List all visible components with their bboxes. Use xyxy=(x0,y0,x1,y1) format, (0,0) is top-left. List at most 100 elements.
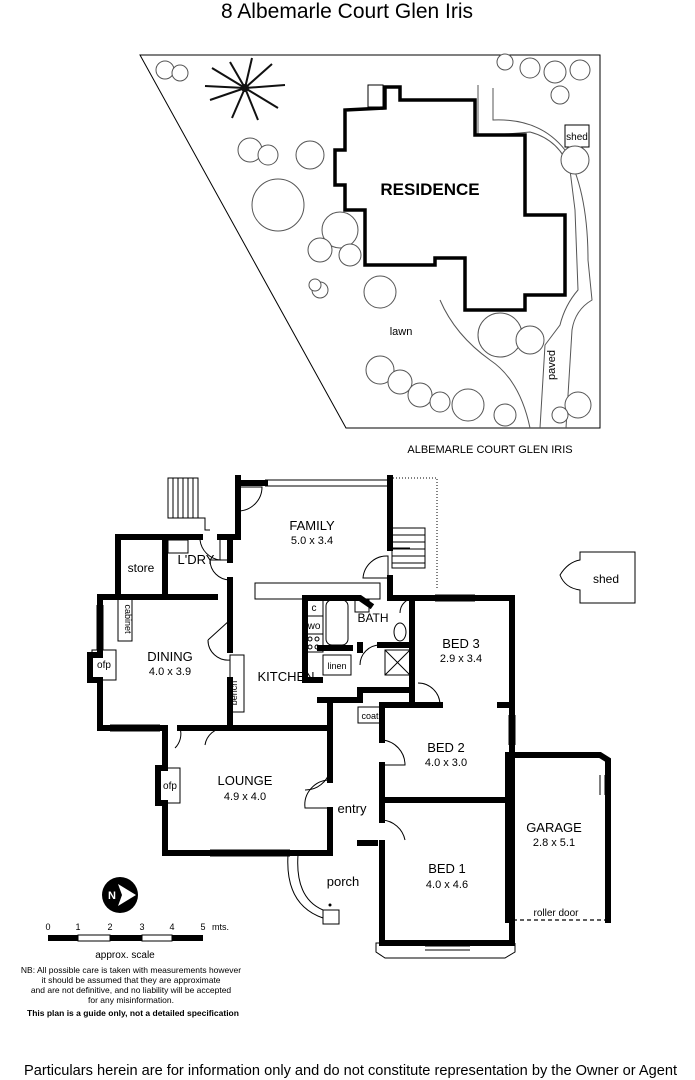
laundry-trough xyxy=(167,539,189,554)
bed1-name: BED 1 xyxy=(428,861,466,876)
tree xyxy=(519,57,541,79)
tree xyxy=(407,382,433,408)
ofp-lounge-label: ofp xyxy=(163,781,177,792)
roller-door-label: roller door xyxy=(533,908,579,919)
lounge-size: 4.9 x 4.0 xyxy=(224,791,266,803)
deck-outline xyxy=(390,477,438,590)
scale-ticks: 0 1 2 3 4 5 xyxy=(45,922,205,932)
disclaimer-line: it should be assumed that they are appro… xyxy=(41,975,220,985)
cooktop-burner xyxy=(307,636,313,642)
site-boundary xyxy=(139,54,601,429)
tree xyxy=(543,60,567,84)
tree xyxy=(564,391,592,419)
porch-light xyxy=(328,903,332,907)
compass-icon: N xyxy=(102,877,138,913)
bed2-name: BED 2 xyxy=(427,740,465,755)
bay-window xyxy=(375,942,516,959)
porch-edge xyxy=(297,854,324,911)
scale-tick: 1 xyxy=(75,922,80,932)
tree xyxy=(363,275,397,309)
cabinet xyxy=(117,596,133,642)
bed1-size: 4.0 x 4.6 xyxy=(426,879,468,891)
scale-tick: 5 xyxy=(200,922,205,932)
shed-outline xyxy=(559,551,636,604)
site-shed-label: shed xyxy=(566,132,588,143)
bath-name: BATH xyxy=(357,611,388,625)
tree xyxy=(496,53,514,71)
wall xyxy=(235,475,268,486)
tree xyxy=(477,312,523,358)
door-swings xyxy=(174,486,441,841)
porch-edge xyxy=(287,854,324,919)
residence-label: RESIDENCE xyxy=(380,180,479,199)
paved-label: paved xyxy=(546,350,558,380)
wall xyxy=(227,697,333,731)
disclaimer: NB: All possible care is taken with meas… xyxy=(21,965,241,1018)
tree xyxy=(251,178,305,232)
scale-bar: 0 1 2 3 4 5 mts. approx. scale xyxy=(45,922,229,961)
cooktop-burner xyxy=(314,636,320,642)
tree xyxy=(171,64,189,82)
tree xyxy=(451,388,485,422)
bed3-size: 2.9 x 3.4 xyxy=(440,653,482,665)
tree xyxy=(569,59,591,81)
tree xyxy=(551,406,569,424)
tree xyxy=(295,140,325,170)
cooktop xyxy=(304,633,324,653)
windows xyxy=(96,479,606,951)
scale-tick: 3 xyxy=(139,922,144,932)
laundry-name: L'DRY xyxy=(178,552,215,567)
linen-cupboard xyxy=(322,654,352,676)
bed3-name: BED 3 xyxy=(442,636,480,651)
disclaimer-line: and are not definitive, and no liability… xyxy=(31,985,232,995)
tree xyxy=(365,355,395,385)
disclaimer-line: NB: All possible care is taken with meas… xyxy=(21,965,241,975)
scale-tick: 2 xyxy=(107,922,112,932)
porch-post xyxy=(322,909,340,925)
site-trees xyxy=(155,53,592,427)
kitchen-bench-top xyxy=(254,582,381,600)
garage-wall xyxy=(505,752,611,923)
tree xyxy=(257,144,279,166)
store-name: store xyxy=(128,561,155,575)
street-label: ALBEMARLE COURT GLEN IRIS xyxy=(407,444,572,456)
disclaimer-guide: This plan is a guide only, not a detaile… xyxy=(27,1008,239,1018)
residence-footprint xyxy=(333,85,567,312)
ofp-dining xyxy=(91,649,117,681)
toilet xyxy=(393,622,407,642)
cooktop-burner xyxy=(314,644,320,650)
site-plan: shed xyxy=(139,53,601,429)
wall xyxy=(177,677,233,731)
tree xyxy=(560,145,590,175)
basin xyxy=(354,599,370,613)
scale-unit: mts. xyxy=(212,922,229,932)
linen-label: linen xyxy=(327,661,346,671)
scale-caption: approx. scale xyxy=(95,950,155,961)
palm-tree-icon xyxy=(204,57,286,121)
tree xyxy=(429,391,451,413)
page-title: 8 Albemarle Court Glen Iris xyxy=(221,0,473,23)
footer-text: Particulars herein are for information o… xyxy=(24,1063,677,1079)
lounge-name: LOUNGE xyxy=(218,773,273,788)
tree xyxy=(338,243,362,267)
wo-label: wo xyxy=(307,621,321,632)
wall xyxy=(409,595,515,708)
tree xyxy=(550,85,570,105)
tree xyxy=(307,237,333,263)
wall xyxy=(97,534,203,600)
site-steps xyxy=(367,84,384,108)
path-edge xyxy=(439,299,531,429)
dining-name: DINING xyxy=(147,649,193,664)
wall xyxy=(379,797,515,946)
wall xyxy=(387,575,415,601)
bench-label: bench xyxy=(229,681,239,706)
kitchen-name: KITCHEN xyxy=(257,669,314,684)
lawn-label: lawn xyxy=(390,326,413,338)
house-floor-plan: FAMILY 5.0 x 3.4 DINING 4.0 x 3.9 KITCHE… xyxy=(87,475,636,959)
dining-size: 4.0 x 3.9 xyxy=(149,666,191,678)
tree xyxy=(387,369,413,395)
coat-cupboard xyxy=(357,706,383,724)
entry-name: entry xyxy=(338,801,367,816)
coat-label: coat xyxy=(361,711,379,721)
